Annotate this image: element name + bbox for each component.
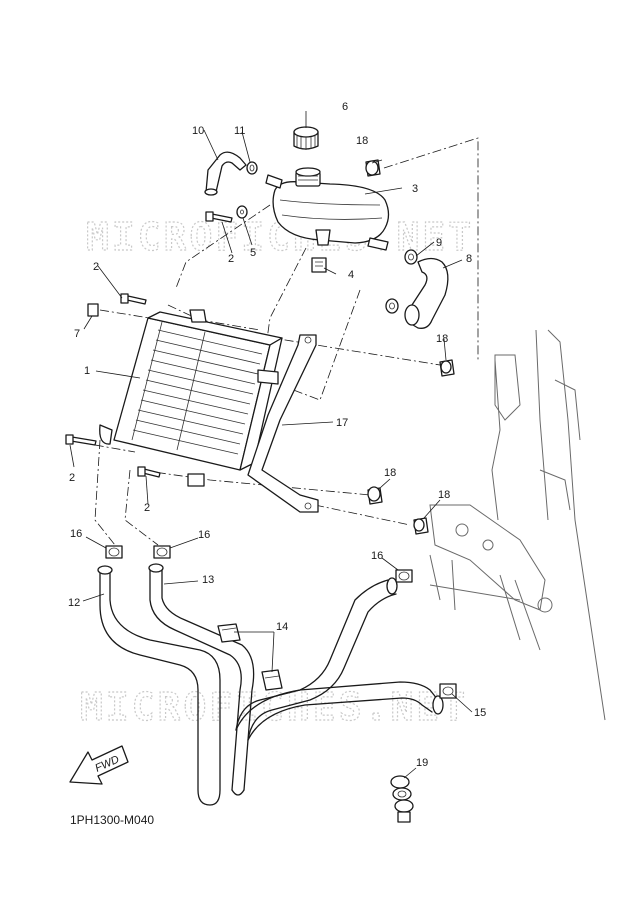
forward-direction-arrow: FWD bbox=[69, 745, 129, 785]
callout-4: 4 bbox=[348, 269, 354, 281]
reservoir-tank bbox=[265, 167, 390, 251]
callout-2-lower: 2 bbox=[69, 472, 75, 484]
callout-17: 17 bbox=[336, 417, 348, 429]
frame-outline bbox=[429, 329, 606, 721]
callout-13: 13 bbox=[202, 574, 214, 586]
callout-15: 15 bbox=[474, 707, 486, 719]
callout-16-right: 16 bbox=[371, 550, 383, 562]
callout-11: 11 bbox=[234, 125, 245, 137]
callout-2-bottom: 2 bbox=[144, 502, 150, 514]
coolant-hose-13 bbox=[148, 563, 255, 796]
callout-6: 6 bbox=[342, 101, 348, 113]
breather-hose bbox=[204, 151, 247, 196]
callout-18-mid: 18 bbox=[384, 467, 396, 479]
callout-labels: 6 10 11 18 3 5 2 9 8 2 4 7 18 1 17 2 18 … bbox=[68, 101, 486, 769]
callout-2-left: 2 bbox=[93, 261, 99, 273]
callout-12: 12 bbox=[68, 597, 80, 609]
clip bbox=[311, 257, 327, 273]
washer bbox=[236, 205, 248, 219]
callout-3: 3 bbox=[412, 183, 418, 195]
callout-1: 1 bbox=[84, 365, 90, 377]
watermark-bottom: MICROFICHES.NET bbox=[80, 685, 468, 729]
callout-7: 7 bbox=[74, 328, 80, 340]
callout-16-left: 16 bbox=[70, 528, 82, 540]
hose-clamp-16 bbox=[105, 545, 413, 583]
callout-18-top: 18 bbox=[356, 135, 368, 147]
callout-2-top: 2 bbox=[228, 253, 234, 265]
callout-5: 5 bbox=[250, 247, 256, 259]
callout-19: 19 bbox=[416, 757, 428, 769]
bolt-set bbox=[65, 211, 233, 478]
hose-clip-14 bbox=[217, 623, 283, 691]
callout-8: 8 bbox=[466, 253, 472, 265]
callout-9: 9 bbox=[436, 237, 442, 249]
callout-14: 14 bbox=[276, 621, 288, 633]
radiator-bracket bbox=[247, 334, 319, 513]
hose-clamp-11 bbox=[246, 161, 258, 175]
hose-clamp-upper bbox=[385, 298, 399, 314]
coolant-hose-lower-right bbox=[235, 681, 444, 741]
coolant-hose-12 bbox=[97, 565, 221, 806]
callout-10: 10 bbox=[192, 125, 204, 137]
leader-lines bbox=[69, 111, 473, 779]
diagram-code: 1PH1300-M040 bbox=[70, 813, 154, 827]
callout-18-lower: 18 bbox=[438, 489, 450, 501]
callout-16-mid: 16 bbox=[198, 529, 210, 541]
reservoir-cap bbox=[293, 126, 319, 150]
radiator-hose-8 bbox=[404, 257, 449, 329]
radiator bbox=[99, 309, 283, 487]
grommet-set bbox=[365, 159, 455, 535]
hose-clamp-9 bbox=[404, 249, 418, 265]
callout-18-right: 18 bbox=[436, 333, 448, 345]
hose-clamp-assembly-19 bbox=[390, 775, 414, 823]
